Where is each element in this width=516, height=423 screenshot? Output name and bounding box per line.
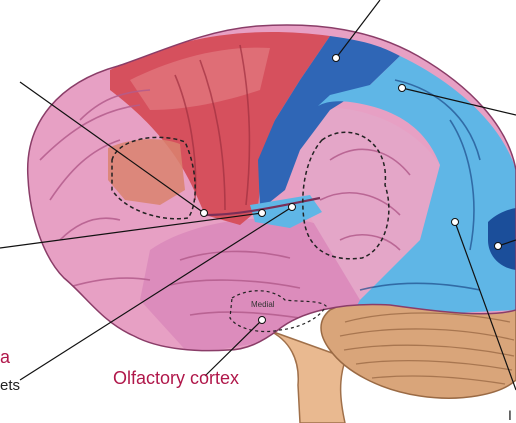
medial-tag: Medial: [251, 300, 275, 309]
pointer-dot-upper-left: [201, 210, 208, 217]
pointer-dot-left: [259, 210, 266, 217]
pointer-dot-lower-right: [452, 219, 459, 226]
pointer-dot-olfactory: [259, 317, 266, 324]
olfactory-cortex-label: Olfactory cortex: [113, 368, 239, 389]
label-fragment-bottom-right: I: [508, 407, 512, 423]
pointer-dot-upper-right: [399, 85, 406, 92]
pointer-dot-lower-left: [289, 204, 296, 211]
label-fragment-ets: ets: [0, 377, 20, 394]
pointer-dot-right: [495, 243, 502, 250]
label-fragment-a: a: [0, 347, 10, 368]
pointer-dot-top: [333, 55, 340, 62]
